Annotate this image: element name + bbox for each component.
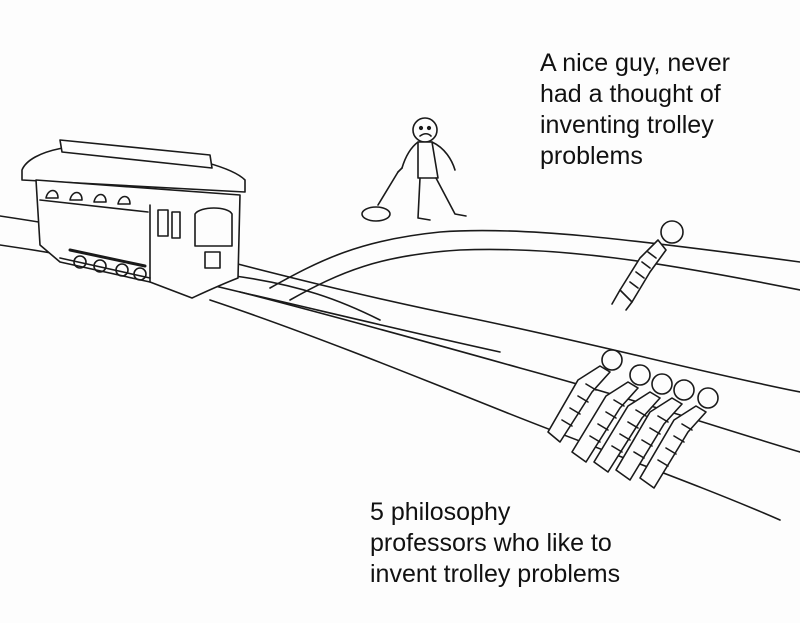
caption-five-people: 5 philosophy professors who like to inve… — [370, 497, 620, 590]
lever-man — [361, 117, 467, 222]
caption-line: invent trolley problems — [370, 560, 621, 588]
caption-line: A nice guy, never — [540, 49, 730, 77]
caption-line: professors who like to — [370, 529, 612, 557]
caption-one-person: A nice guy, never had a thought of inven… — [540, 48, 730, 172]
caption-line: had a thought of — [540, 80, 721, 108]
tied-person — [611, 220, 684, 311]
person-5 — [639, 387, 719, 489]
person-4 — [615, 379, 695, 481]
caption-line: problems — [540, 142, 643, 170]
person-3 — [593, 373, 673, 473]
caption-line: 5 philosophy — [370, 498, 511, 526]
person-1 — [547, 349, 623, 443]
caption-line: inventing trolley — [540, 111, 714, 139]
person-2 — [571, 364, 651, 463]
trolley — [21, 139, 246, 299]
five-tied-people — [547, 349, 719, 489]
